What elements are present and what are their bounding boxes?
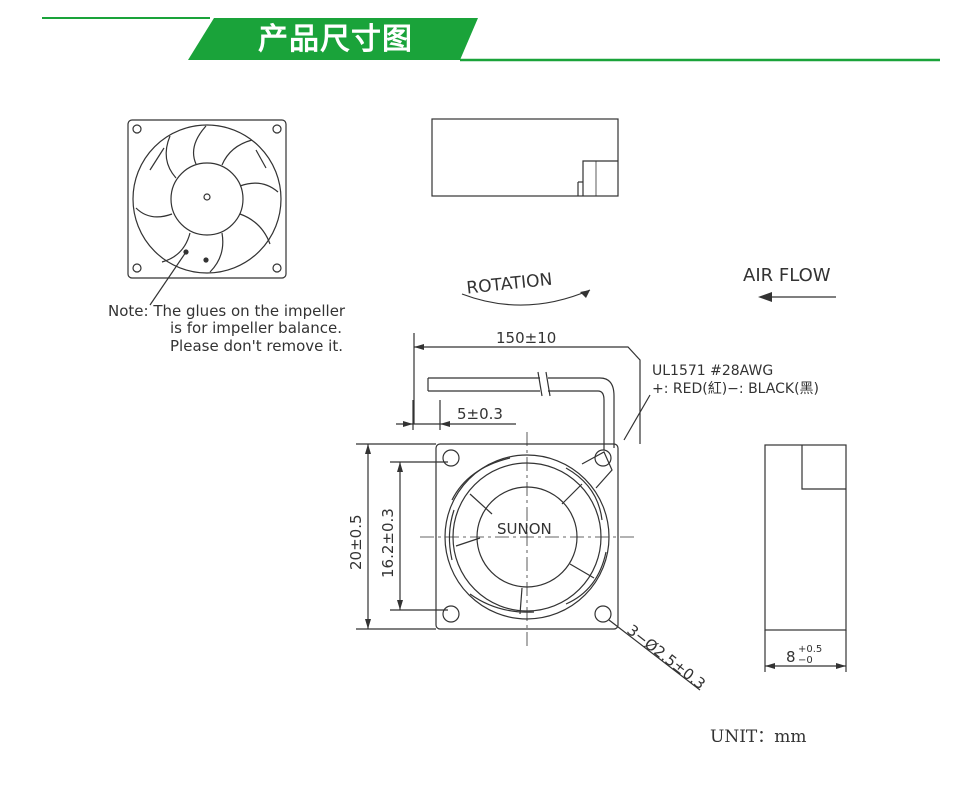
cable-length-dimension	[413, 333, 641, 444]
rotation-arrow-arc	[461, 289, 591, 306]
hole-dimension-label: 3−Ø2.5±0.3	[624, 621, 709, 693]
header-title-banner	[188, 18, 478, 60]
height-dimension-label: 20±0.5	[347, 514, 365, 570]
thickness-tolerance-plus: +0.5	[798, 644, 822, 655]
lead-wires	[427, 371, 615, 450]
strip-length-dimension	[396, 400, 516, 430]
wire-spec-label: UL1571 #28AWG	[652, 363, 773, 379]
thickness-tolerance-minus: −0	[798, 655, 813, 666]
hole-leader-line	[608, 619, 701, 691]
cable-length-label: 150±10	[496, 329, 556, 347]
fan-top-view	[431, 118, 619, 197]
wire-colors-label: +: RED(紅)−: BLACK(黑)	[652, 381, 819, 397]
height-dimension	[356, 443, 436, 630]
thickness-dimension-label: 8	[786, 648, 796, 666]
note-line-1: Note: The glues on the impeller	[108, 302, 346, 320]
fan-side-view	[764, 444, 847, 672]
drawing-svg: Note: The glues on the impeller is for i…	[108, 118, 847, 747]
note-line-3: Please don't remove it.	[170, 337, 343, 355]
section-header: 产品尺寸图	[0, 0, 980, 70]
strip-length-label: 5±0.3	[457, 405, 503, 423]
hole-pitch-dimension	[390, 461, 448, 611]
wire-leader-line	[623, 394, 651, 441]
brand-label: SUNON	[497, 520, 552, 538]
header-graphic	[42, 17, 940, 62]
unit-label: UNIT：mm	[710, 727, 807, 747]
page-title: 产品尺寸图	[258, 22, 413, 57]
note-line-2: is for impeller balance.	[170, 319, 342, 337]
airflow-label: AIR FLOW	[743, 265, 831, 286]
rotation-label: ROTATION	[466, 270, 554, 299]
hole-pitch-dimension-label: 16.2±0.3	[379, 508, 397, 578]
dimension-drawing: Note: The glues on the impeller is for i…	[0, 70, 980, 789]
impeller-front-view	[127, 119, 287, 306]
rotation-arrowhead	[580, 290, 590, 298]
airflow-arrowhead	[758, 292, 772, 302]
fan-main-front-view	[420, 432, 638, 650]
